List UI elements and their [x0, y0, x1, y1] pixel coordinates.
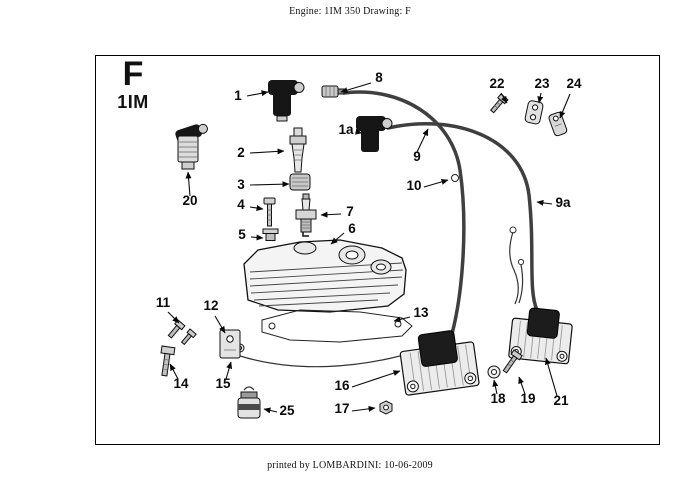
part-plug-seal-3 [289, 173, 311, 191]
callout-label-14: 14 [173, 376, 189, 391]
callout-leader-16 [351, 370, 401, 388]
part-screw-19 [502, 349, 523, 374]
part-spark-plug-cap-1 [268, 80, 305, 122]
callout-leader-5 [250, 234, 264, 241]
drawing-model: 1IM [117, 92, 149, 112]
callout-label-20: 20 [182, 193, 197, 208]
callout-label-21: 21 [553, 393, 569, 408]
part-spark-plug-cap-20 [175, 123, 208, 170]
part-ground-wire [239, 355, 401, 368]
callout-label-10: 10 [406, 178, 421, 193]
callout-leader-9a [536, 199, 553, 206]
callout-leader-24 [559, 93, 571, 119]
part-spark-plug-cap-1a [356, 116, 393, 152]
part-bolt-14 [160, 345, 176, 377]
callout-label-1: 1 [234, 88, 242, 103]
callout-leader-14 [169, 363, 179, 380]
callout-leader-7 [320, 211, 342, 218]
callout-leader-8 [340, 82, 372, 94]
callout-leader-13 [393, 316, 411, 323]
part-spark-plug-7 [295, 193, 317, 237]
callout-label-16: 16 [334, 378, 350, 393]
part-cylinder-head-6 [243, 239, 407, 313]
callout-label-11: 11 [156, 295, 171, 310]
callout-leader-19 [518, 376, 526, 395]
callout-label-6: 6 [348, 221, 356, 236]
part-screw-22 [489, 93, 509, 114]
callout-label-23: 23 [534, 76, 550, 91]
callout-leader-25 [263, 407, 278, 414]
callout-leader-3 [249, 181, 290, 188]
part-cable-terminal-8 [321, 85, 345, 98]
callout-leader-15 [225, 361, 233, 380]
part-ht-cable-9a [386, 121, 539, 312]
callout-label-22: 22 [489, 76, 504, 91]
callout-leader-10 [423, 178, 449, 188]
drawing-corner-label: F 1IM [106, 57, 160, 111]
part-screws-11 [167, 319, 197, 346]
callout-label-24: 24 [566, 76, 582, 91]
part-bracket-15 [219, 329, 241, 359]
callout-leader-1a [355, 128, 363, 135]
callout-label-9a: 9a [555, 195, 571, 210]
callout-leader-6 [330, 232, 345, 245]
callout-leader-22 [500, 92, 508, 104]
part-ht-cable-9 [342, 90, 466, 346]
drawing-code: F [122, 55, 144, 93]
part-washer-18 [487, 365, 501, 379]
callout-label-13: 13 [413, 305, 429, 320]
callout-label-19: 19 [520, 391, 535, 406]
callout-leader-1 [246, 90, 269, 97]
part-screw-4 [263, 197, 276, 227]
page-header: Engine: 1IM 350 Drawing: F [0, 6, 700, 17]
footer-text: printed by LOMBARDINI: 10-06-2009 [267, 460, 433, 471]
part-ignition-coil-21 [508, 307, 573, 365]
callout-label-3: 3 [237, 177, 245, 192]
callout-leader-18 [492, 379, 499, 395]
page-footer: printed by LOMBARDINI: 10-06-2009 [0, 460, 700, 471]
part-condenser-25 [237, 386, 261, 419]
part-bracket-23 [524, 100, 544, 125]
callout-label-12: 12 [203, 298, 218, 313]
callout-label-8: 8 [375, 70, 383, 85]
callout-leader-11 [167, 311, 180, 324]
callout-label-15: 15 [215, 376, 231, 391]
callout-label-17: 17 [334, 401, 349, 416]
part-coil-lead-wires [509, 226, 525, 305]
part-plug-insulator-2 [289, 127, 307, 173]
callout-leader-21 [544, 357, 558, 397]
callout-leader-4 [249, 205, 264, 211]
part-nut-17 [379, 400, 393, 415]
callout-label-2: 2 [237, 145, 245, 160]
header-title: Engine: 1IM 350 Drawing: F [289, 6, 411, 17]
part-nut-5 [262, 228, 279, 241]
part-head-gasket-13 [261, 309, 413, 343]
callout-label-4: 4 [237, 197, 245, 212]
callout-leader-12 [214, 315, 226, 334]
part-ignition-coil-16 [399, 330, 480, 396]
callout-leader-2 [249, 148, 285, 155]
callout-label-7: 7 [346, 204, 354, 219]
callout-label-9: 9 [413, 149, 421, 164]
callout-label-1a: 1a [338, 122, 354, 137]
part-clip-24 [548, 111, 568, 137]
callout-leader-9 [416, 128, 429, 153]
callout-leader-17 [351, 405, 376, 412]
callout-leader-23 [537, 92, 544, 104]
callout-label-18: 18 [490, 391, 506, 406]
callout-label-5: 5 [238, 227, 246, 242]
callout-label-25: 25 [279, 403, 295, 418]
callout-leader-20 [185, 171, 192, 197]
